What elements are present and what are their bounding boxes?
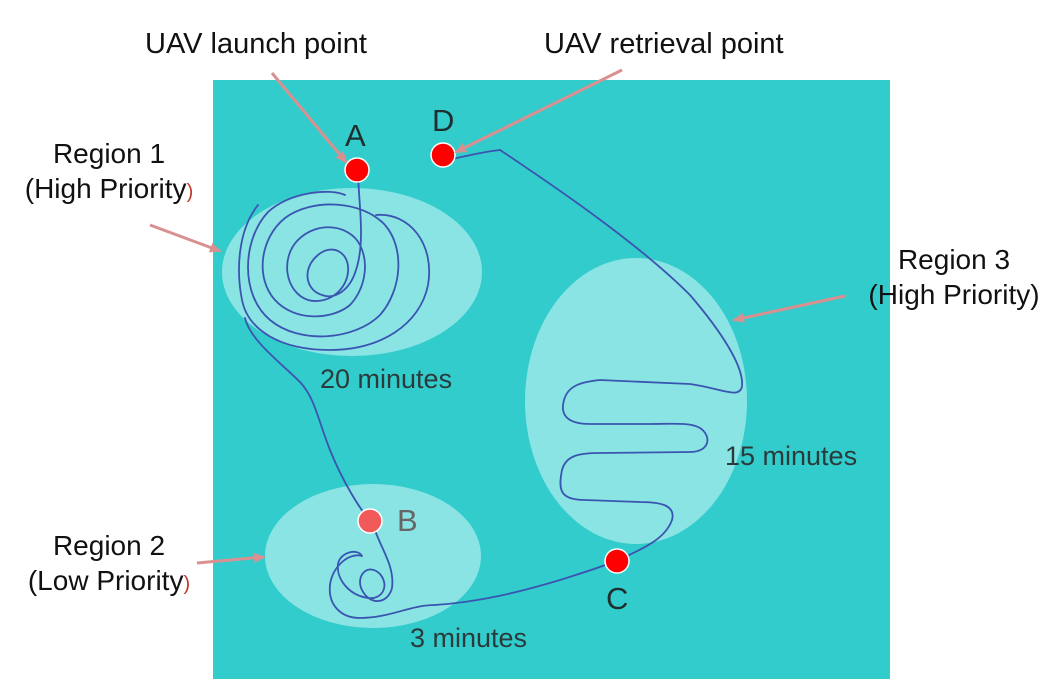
region-2-arrow (196, 552, 266, 565)
region-1-priority-close: ) (186, 181, 194, 203)
region-2-priority-line: (Low Priority) (6, 563, 212, 598)
flight-path-region-2 (328, 521, 436, 619)
launch-arrow (270, 72, 348, 164)
region-3-area (525, 258, 747, 544)
region-1-label: Region 1 (High Priority) (6, 136, 212, 206)
region-1-priority-line: (High Priority) (6, 171, 212, 206)
point-d-label: D (432, 103, 455, 138)
waypoint-a-marker (344, 157, 370, 183)
point-a-label: A (345, 118, 366, 153)
region-2-priority-close: ) (183, 573, 191, 595)
waypoint-d-marker (430, 142, 456, 168)
region-2-duration: 3 minutes (410, 623, 528, 653)
flight-path-region-1 (238, 169, 431, 351)
region-2-name: Region 2 (52, 530, 166, 561)
flight-path-region-3 (499, 149, 743, 561)
region-2-area (265, 484, 481, 628)
waypoint-c-marker (604, 548, 630, 574)
flight-path-region1-to-b (244, 317, 371, 521)
region-2-priority: (Low Priority (27, 565, 184, 596)
point-b-label: B (397, 503, 418, 538)
retrieval-callout-label: UAV retrieval point (544, 28, 784, 60)
region-1-name: Region 1 (52, 138, 166, 169)
point-c-label: C (606, 581, 629, 616)
region-3-arrow (732, 294, 846, 323)
waypoint-b-marker (357, 508, 383, 534)
retrieval-arrow (454, 68, 623, 154)
launch-callout-label: UAV launch point (145, 28, 367, 60)
region-3-label: Region 3 (High Priority) (848, 242, 1060, 312)
region-3-duration: 15 minutes (725, 441, 858, 471)
region-1-arrow (149, 223, 222, 253)
region-1-area (222, 188, 482, 356)
region-2-label: Region 2 (Low Priority) (6, 528, 212, 598)
region-3-name: Region 3 (897, 244, 1011, 275)
region-3-priority: (High Priority) (868, 279, 1040, 310)
region-1-duration: 20 minutes (320, 364, 453, 394)
flight-path-b-to-c (434, 559, 619, 606)
region-1-priority: (High Priority (24, 173, 187, 204)
